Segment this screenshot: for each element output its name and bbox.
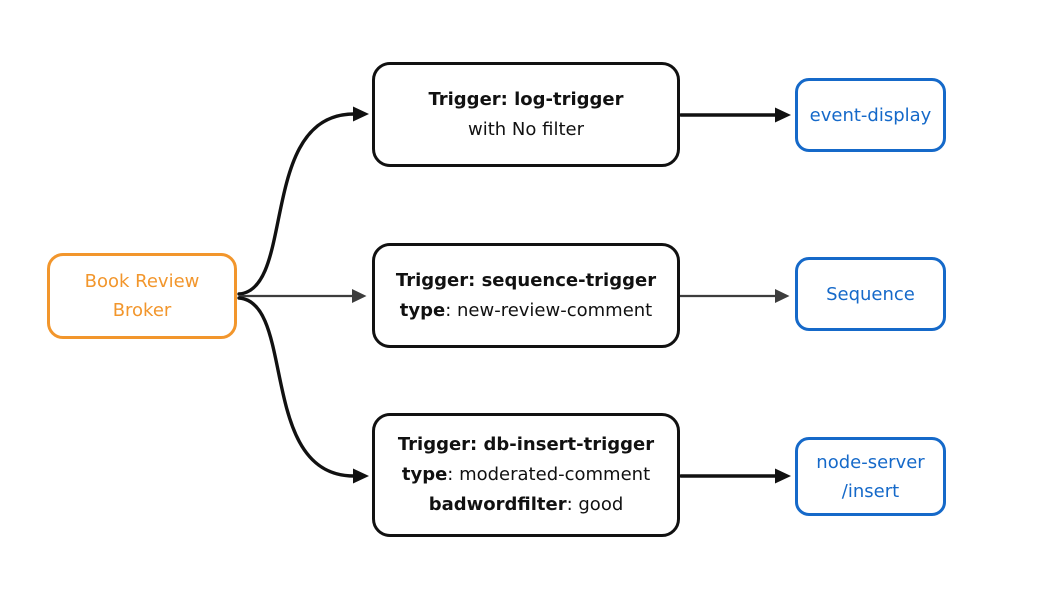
broker-node: Book Review Broker	[47, 253, 237, 339]
sink-sequence-label: Sequence	[826, 283, 915, 305]
sink-event-display-label: event-display	[809, 104, 932, 126]
trigger-sequence-filter: type: new-review-comment	[399, 299, 653, 321]
sink-node-event-display: event-display	[795, 78, 946, 152]
trigger-db-insert-filter-type: type: moderated-comment	[401, 464, 651, 485]
trigger-sequence-title: Trigger: sequence-trigger	[395, 269, 657, 291]
sink-node-server-label-line2: /insert	[841, 480, 900, 502]
trigger-db-insert-filter-badword: badwordfilter: good	[428, 494, 624, 515]
trigger-node-log: Trigger: log-trigger with No filter	[372, 62, 680, 167]
sink-node-sequence: Sequence	[795, 257, 946, 331]
trigger-db-insert-title: Trigger: db-insert-trigger	[397, 434, 655, 455]
trigger-log-title: Trigger: log-trigger	[428, 88, 624, 110]
trigger-log-filter: with No filter	[468, 118, 584, 140]
arrow-broker-to-log-trigger	[237, 106, 369, 296]
trigger-node-db-insert: Trigger: db-insert-trigger type: moderat…	[372, 413, 680, 537]
sink-node-server-label-line1: node-server	[816, 451, 925, 473]
sink-node-node-server: node-server /insert	[795, 437, 946, 516]
trigger-node-sequence: Trigger: sequence-trigger type: new-revi…	[372, 243, 680, 348]
broker-label-line1: Book Review	[84, 271, 200, 292]
arrow-broker-to-db-insert-trigger	[237, 296, 369, 484]
broker-label-line2: Broker	[112, 300, 172, 321]
